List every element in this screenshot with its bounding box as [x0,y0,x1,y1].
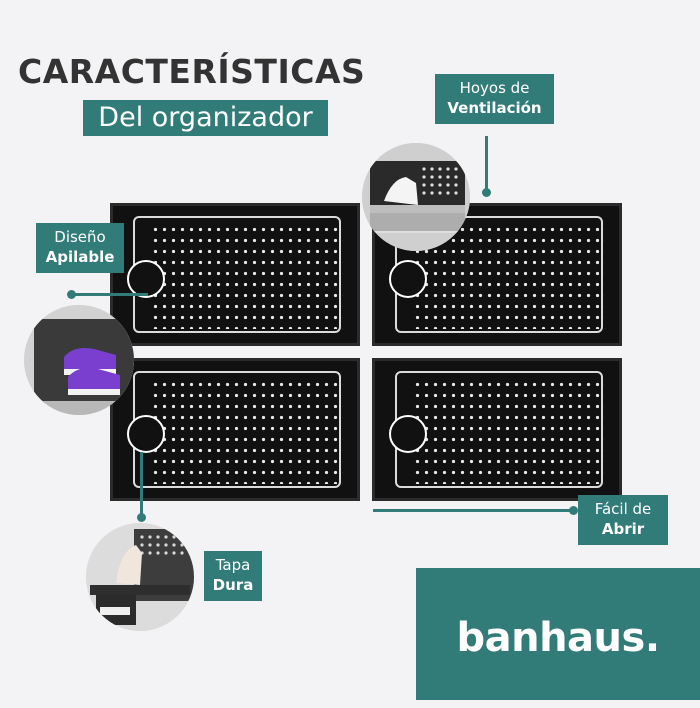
ventilation-detail-photo [362,143,470,251]
door-handle [127,415,165,453]
organizer-box-bottom-left [110,358,360,501]
hard-lid-label-line1: Tapa [215,556,251,574]
ventilation-connector [485,136,488,191]
ventilation-holes [151,379,343,484]
hard-lid-detail-photo [86,523,194,631]
hard-lid-label-line2: Dura [212,576,254,594]
page-subtitle: Del organizador [98,102,313,133]
stackable-connector-dot [67,290,76,299]
ventilation-label-line1: Hoyos de [459,79,530,97]
stackable-label-line2: Apilable [45,248,115,266]
easy-open-connector-dot [569,506,578,515]
easy-open-label-line2: Abrir [601,520,645,538]
door-handle [389,415,427,453]
ventilation-label: Hoyos de Ventilación [435,74,554,124]
easy-open-label: Fácil de Abrir [578,495,668,545]
sneaker-on-lid-illustration [86,523,194,631]
organizer-box-bottom-right [372,358,622,501]
hard-lid-label: Tapa Dura [204,551,262,601]
stackable-label: Diseño Apilable [36,223,124,273]
stackable-detail-photo [24,305,134,415]
stackable-label-line1: Diseño [54,228,106,246]
ventilation-connector-dot [482,188,491,197]
ventilation-holes [151,224,343,329]
door-handle [127,260,165,298]
sneaker-in-box-illustration [362,143,470,251]
hard-lid-connector-dot [137,513,146,522]
organizer-box-top-left [110,203,360,346]
stacked-sneakers-illustration [24,305,134,415]
easy-open-connector [373,509,573,512]
ventilation-holes [413,379,605,484]
ventilation-label-line2: Ventilación [447,99,542,117]
page-title: CARACTERÍSTICAS [18,52,366,91]
subtitle-banner: Del organizador [83,100,328,136]
door-handle [389,260,427,298]
shoe-organizer-image [110,203,622,508]
hard-lid-connector [140,452,143,518]
brand-logo: banhaus. [456,615,660,661]
brand-banner: banhaus. [416,568,700,700]
easy-open-label-line1: Fácil de [594,500,652,518]
stackable-connector [72,293,148,296]
